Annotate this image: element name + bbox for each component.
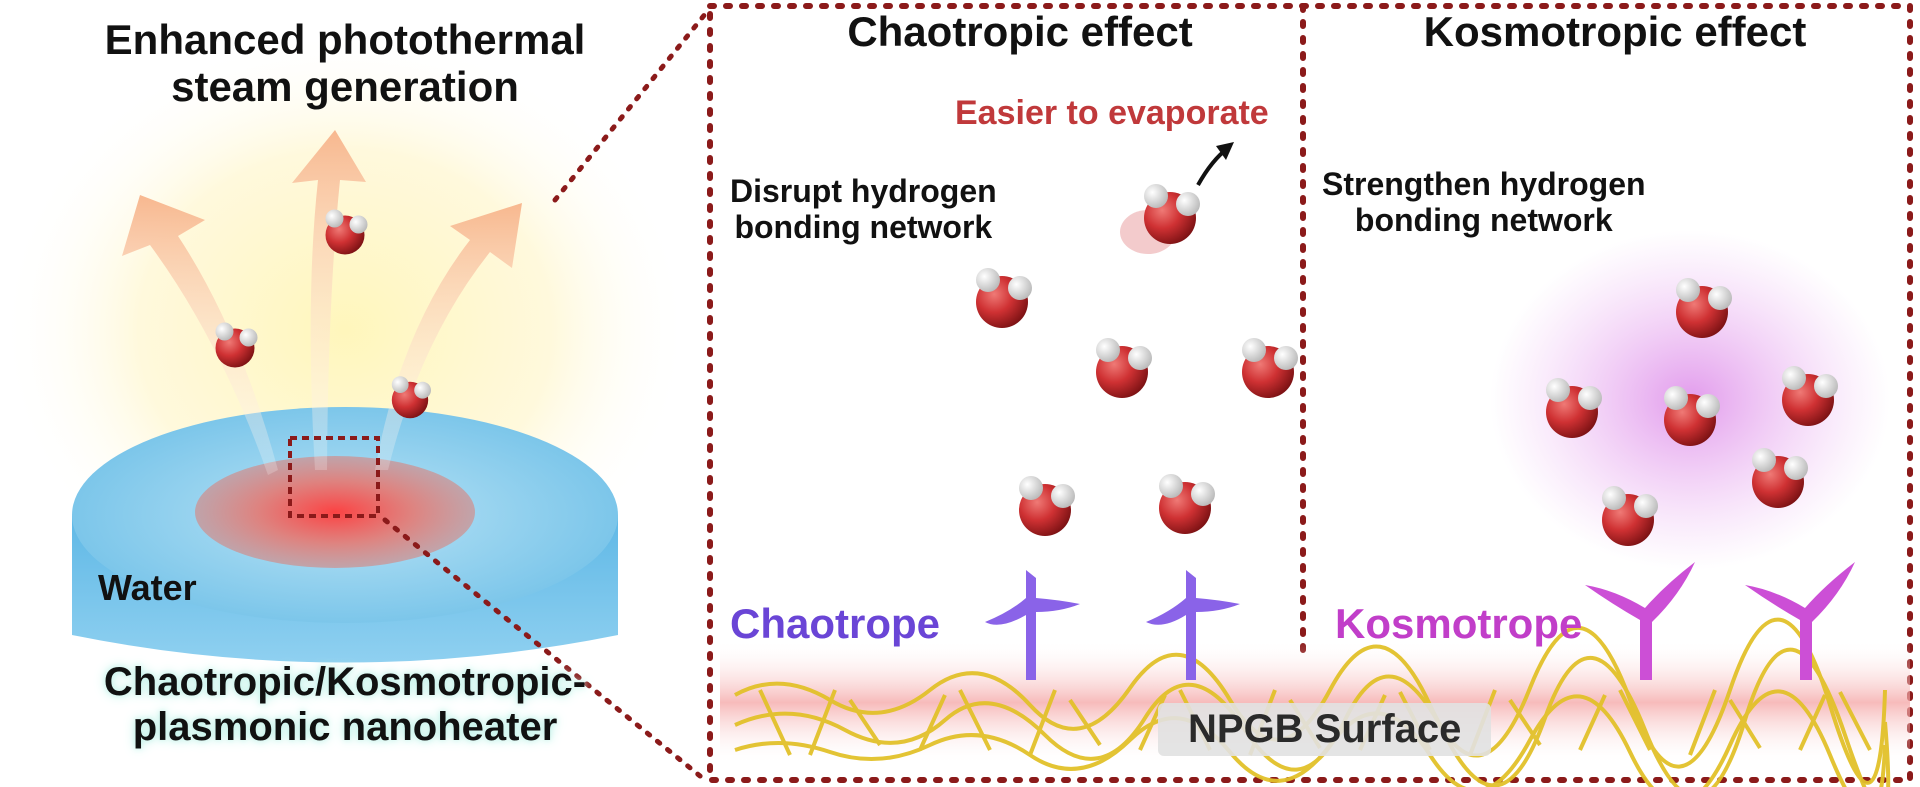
disrupt-line1: Disrupt hydrogen [730, 173, 997, 209]
water-disc [72, 407, 618, 663]
steam-arrow-left [122, 195, 278, 475]
disrupt-label: Disrupt hydrogen bonding network [730, 173, 997, 246]
kosmotrope-label: Kosmotrope [1335, 600, 1583, 647]
strengthen-line2: bonding network [1354, 201, 1613, 238]
water-molecule [1019, 476, 1075, 536]
panel-frame [707, 3, 1913, 783]
left-title: Enhanced photothermal steam generation [105, 16, 586, 110]
chaotrope-shape [985, 570, 1080, 680]
chaotropic-title: Chaotropic effect [847, 8, 1193, 55]
nanoheater-label: Chaotropic/Kosmotropic- plasmonic nanohe… [104, 660, 586, 750]
zoom-line-top [552, 5, 713, 203]
evaporating-molecule [1120, 184, 1200, 254]
kosmotrope-shape [1585, 562, 1695, 680]
chaotrope-shape [1146, 570, 1240, 680]
zoom-line-bottom [382, 517, 708, 783]
kosmotrope-shape [1745, 562, 1855, 680]
left-title-line1: Enhanced photothermal [104, 16, 586, 63]
nanoheater-line1: Chaotropic/Kosmotropic- [103, 660, 587, 704]
steam-arrow-right [375, 203, 522, 470]
strengthen-label: Strengthen hydrogen bonding network [1322, 166, 1646, 239]
water-molecule [1242, 338, 1298, 398]
water-molecule [976, 268, 1032, 328]
chaotrope-label: Chaotrope [730, 600, 940, 647]
zoom-box [288, 436, 380, 518]
evaporate-label: Easier to evaporate [955, 94, 1269, 132]
water-molecule [1096, 338, 1152, 398]
water-molecule [1159, 474, 1215, 534]
kosmotropic-title: Kosmotropic effect [1423, 8, 1807, 55]
evaporate-arrow-head [1216, 142, 1234, 160]
nanoheater-line2: plasmonic nanoheater [132, 704, 558, 749]
npgb-surface-label: NPGB Surface [1158, 703, 1492, 756]
water-label: Water [98, 567, 197, 608]
steam-arrow-center [292, 130, 366, 470]
left-title-line2: steam generation [171, 63, 519, 111]
disrupt-line2: bonding network [734, 208, 993, 245]
strengthen-line1: Strengthen hydrogen [1322, 166, 1646, 202]
